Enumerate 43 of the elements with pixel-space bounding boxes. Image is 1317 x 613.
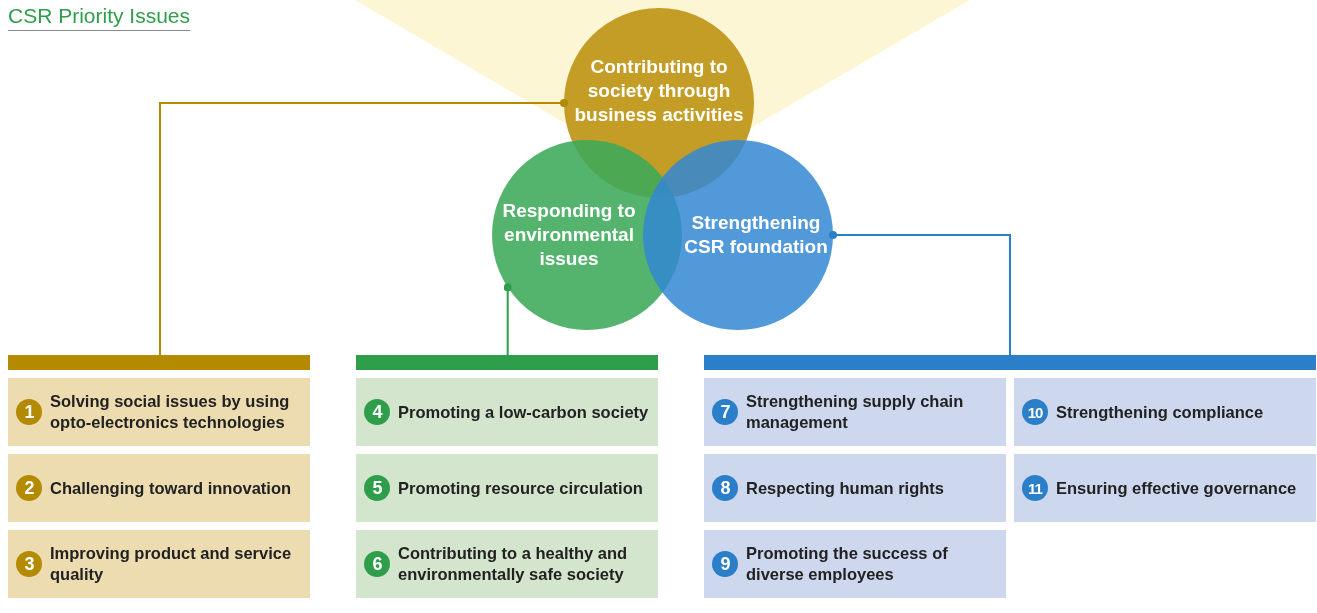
- number-badge: 9: [712, 551, 738, 577]
- connector-line: [503, 283, 512, 356]
- issue-label: Improving product and service quality: [50, 543, 293, 585]
- number-badge: 3: [16, 551, 42, 577]
- issue-label: Promoting the success of diverse employees: [746, 543, 949, 585]
- issue-label: Solving social issues by using opto-electronics technologies: [50, 391, 291, 433]
- issue-label: Contributing to a healthy and environmentally safe society: [398, 543, 629, 585]
- issue-label: Ensuring effective governance: [1056, 477, 1297, 499]
- issue-label: Promoting resource circulation: [398, 477, 643, 499]
- column-header-bar: [704, 355, 1316, 370]
- number-badge: 10: [1022, 399, 1048, 425]
- column-header-bar: [356, 355, 658, 370]
- issue-card: [1014, 454, 1316, 522]
- circle-label: Responding to environmental issues: [501, 199, 637, 271]
- connector-line: [159, 99, 568, 356]
- issue-label: Respecting human rights: [746, 477, 945, 499]
- issue-card: [356, 454, 658, 522]
- circle-label: Contributing to society through business activities: [574, 55, 744, 127]
- issue-card: [8, 454, 310, 522]
- number-badge: 4: [364, 399, 390, 425]
- number-badge: 1: [16, 399, 42, 425]
- issue-card: [704, 378, 1006, 446]
- issue-card: [356, 378, 658, 446]
- column-header-bar: [8, 355, 310, 370]
- circle-label: Strengthening CSR foundation: [683, 211, 829, 259]
- number-badge: 2: [16, 475, 42, 501]
- number-badge: 6: [364, 551, 390, 577]
- issue-card: [356, 530, 658, 598]
- issue-card: [8, 530, 310, 598]
- issue-card: [704, 530, 1006, 598]
- issue-label: Challenging toward innovation: [50, 477, 292, 499]
- number-badge: 8: [712, 475, 738, 501]
- issue-label: Strengthening supply chain management: [746, 391, 965, 433]
- connector-line: [829, 231, 1011, 356]
- issue-card: [1014, 378, 1316, 446]
- issue-card: [704, 454, 1006, 522]
- issue-label: Strengthening compliance: [1056, 401, 1264, 423]
- number-badge: 7: [712, 399, 738, 425]
- issue-label: Promoting a low-carbon society: [398, 401, 649, 423]
- number-badge: 11: [1022, 475, 1048, 501]
- title: CSR Priority Issues: [8, 4, 191, 31]
- issue-card: [8, 378, 310, 446]
- number-badge: 5: [364, 475, 390, 501]
